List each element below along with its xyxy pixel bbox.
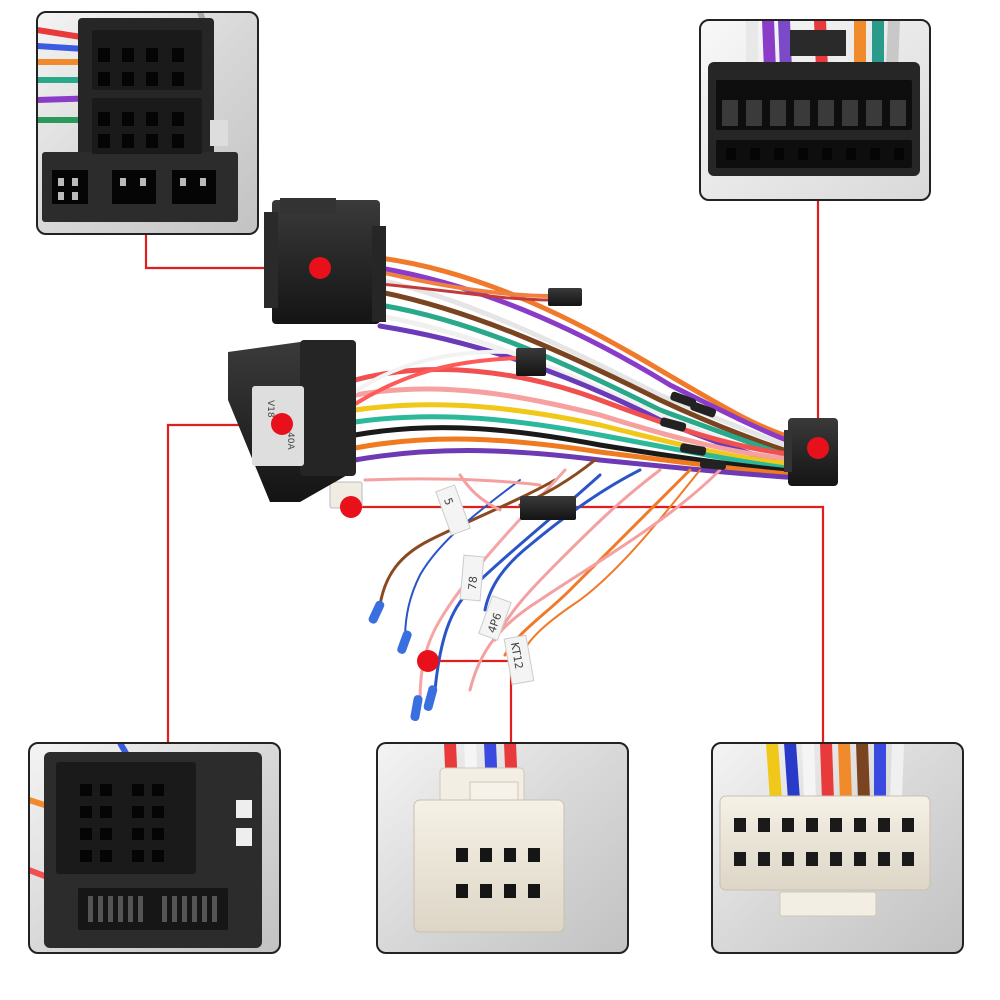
inset-white-16pin-connector bbox=[711, 742, 964, 954]
wire-tag-4: KT12 bbox=[508, 641, 526, 670]
quadlock-label-text: 40A bbox=[285, 432, 295, 450]
callout-dot-quadlock bbox=[271, 413, 293, 435]
callout-dot-iso bbox=[309, 257, 331, 279]
splice-sleeves bbox=[660, 391, 727, 470]
small-plug-bottom bbox=[520, 496, 576, 520]
small-plug-top bbox=[548, 288, 582, 306]
callout-line-iso bbox=[144, 234, 320, 270]
callout-line-white-8pin bbox=[428, 659, 513, 743]
callout-dot-white-16pin bbox=[340, 496, 362, 518]
small-plug-middle bbox=[516, 348, 546, 376]
inset-head-unit-connector bbox=[699, 19, 931, 201]
wire-harness bbox=[352, 255, 803, 702]
wire-tag-2: 78 bbox=[466, 576, 480, 591]
wire-end-caps bbox=[368, 600, 438, 722]
inset-white-8pin-connector bbox=[376, 742, 629, 954]
callout-dot-white-8pin bbox=[417, 650, 439, 672]
inset-quadlock-connector bbox=[28, 742, 281, 954]
quadlock-label-text-2: V18 bbox=[265, 400, 275, 418]
inset-iso-connector bbox=[36, 11, 259, 235]
callout-dots bbox=[271, 257, 829, 672]
wire-label-tags: 5 78 4P6 KT12 bbox=[435, 484, 535, 685]
callout-dot-head-unit bbox=[807, 437, 829, 459]
wire-tag-1: 5 bbox=[441, 496, 456, 507]
callout-line-white-16pin bbox=[351, 505, 825, 743]
